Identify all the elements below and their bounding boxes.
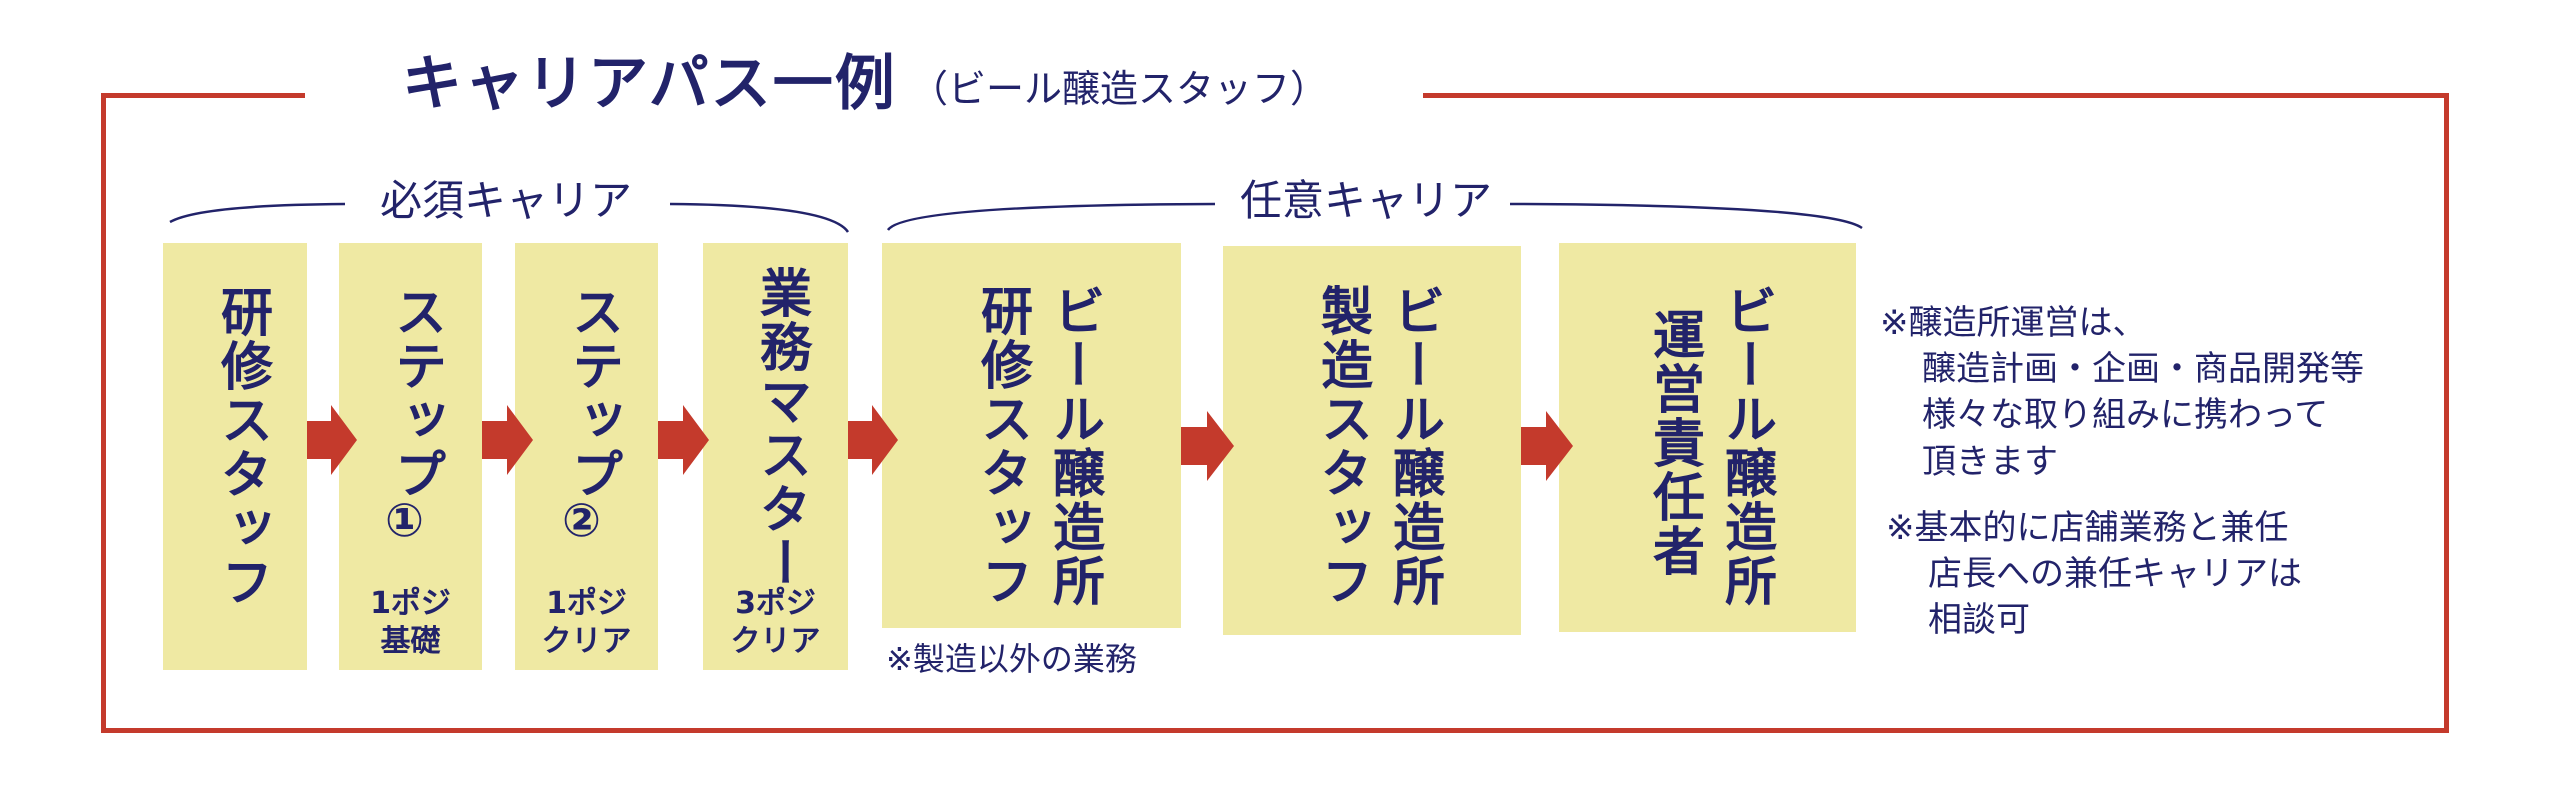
required-bracket-right — [669, 202, 850, 233]
side-note-operations-line3: 様々な取り組みに携わって — [1922, 395, 2329, 436]
step-note-master-line1: 3ポジ — [735, 586, 816, 621]
step-box-training — [163, 243, 307, 670]
step-marker-step2: ② — [562, 493, 601, 547]
side-note-concurrent-line2: 店長への兼任キャリアは — [1928, 554, 2302, 595]
step-marker-step1: ① — [385, 493, 424, 547]
step-label-training: 研修スタッフ — [211, 285, 272, 609]
frame-left — [101, 93, 106, 733]
arrow-3-icon — [658, 405, 709, 475]
optional-bracket-right — [1509, 202, 1863, 230]
frame-top-left — [101, 93, 305, 98]
step-note-master: 3ポジ クリア — [703, 585, 848, 660]
frame-right — [2444, 93, 2449, 733]
arrow-2-icon — [482, 405, 533, 475]
step-label-brewery-production-col1: ビール醸造所 — [1383, 284, 1444, 608]
arrow-4-icon — [848, 405, 898, 475]
step-note-step2-line1: 1ポジ — [546, 586, 627, 621]
step-box-master — [703, 243, 848, 670]
step-label-brewery-training-col2: 研修スタッフ — [971, 284, 1032, 608]
step-label-brewery-manager-col1: ビール醸造所 — [1715, 284, 1776, 608]
side-note-operations-line2: 醸造計画・企画・商品開発等 — [1922, 349, 2364, 390]
step-box-step2 — [515, 243, 658, 670]
note-below-brewery-training: ※製造以外の業務 — [886, 640, 1137, 678]
step-label-brewery-manager-col2: 運営責任者 — [1643, 308, 1704, 578]
side-note-concurrent: ※基本的に店舗業務と兼任 店長への兼任キャリアは 相談可 — [1886, 505, 2302, 644]
side-note-operations-line4: 頂きます — [1922, 441, 2058, 482]
step-box-brewery-manager — [1559, 243, 1856, 632]
arrow-5-icon — [1181, 411, 1234, 481]
required-bracket-left — [169, 202, 346, 224]
step-note-step2: 1ポジ クリア — [515, 585, 658, 660]
frame-bottom — [101, 728, 2449, 733]
arrow-6-icon — [1521, 411, 1573, 481]
step-label-brewery-production-col2: 製造スタッフ — [1311, 284, 1372, 608]
step-label-step2: ステップ — [562, 285, 623, 501]
step-note-step2-line2: クリア — [541, 623, 632, 659]
side-note-concurrent-line1: ※基本的に店舗業務と兼任 — [1886, 508, 2289, 548]
side-note-concurrent-line3: 相談可 — [1928, 600, 2030, 641]
optional-bracket-left — [886, 202, 1216, 231]
frame-top-right — [1423, 93, 2449, 98]
arrow-1-icon — [307, 405, 357, 475]
step-label-master: 業務マスター — [750, 266, 811, 590]
step-note-step1-line1: 1ポジ — [370, 586, 451, 621]
step-note-step1-line2: 基礎 — [380, 623, 441, 659]
diagram-subtitle: （ビール醸造スタッフ） — [910, 67, 1329, 111]
step-box-step1 — [339, 243, 482, 670]
step-box-brewery-training — [882, 243, 1181, 628]
step-note-step1: 1ポジ 基礎 — [339, 585, 482, 660]
section-required-label: 必須キャリア — [380, 176, 633, 225]
diagram-title: キャリアパス一例 — [402, 49, 897, 119]
step-box-brewery-production — [1223, 246, 1521, 635]
section-optional-label: 任意キャリア — [1240, 176, 1493, 225]
side-note-operations: ※醸造所運営は、 醸造計画・企画・商品開発等 様々な取り組みに携わって 頂きます — [1880, 300, 2364, 485]
step-label-brewery-training-col1: ビール醸造所 — [1043, 284, 1104, 608]
step-label-step1: ステップ — [385, 285, 446, 501]
step-note-master-line2: クリア — [730, 623, 821, 659]
side-note-operations-line1: ※醸造所運営は、 — [1880, 303, 2147, 343]
